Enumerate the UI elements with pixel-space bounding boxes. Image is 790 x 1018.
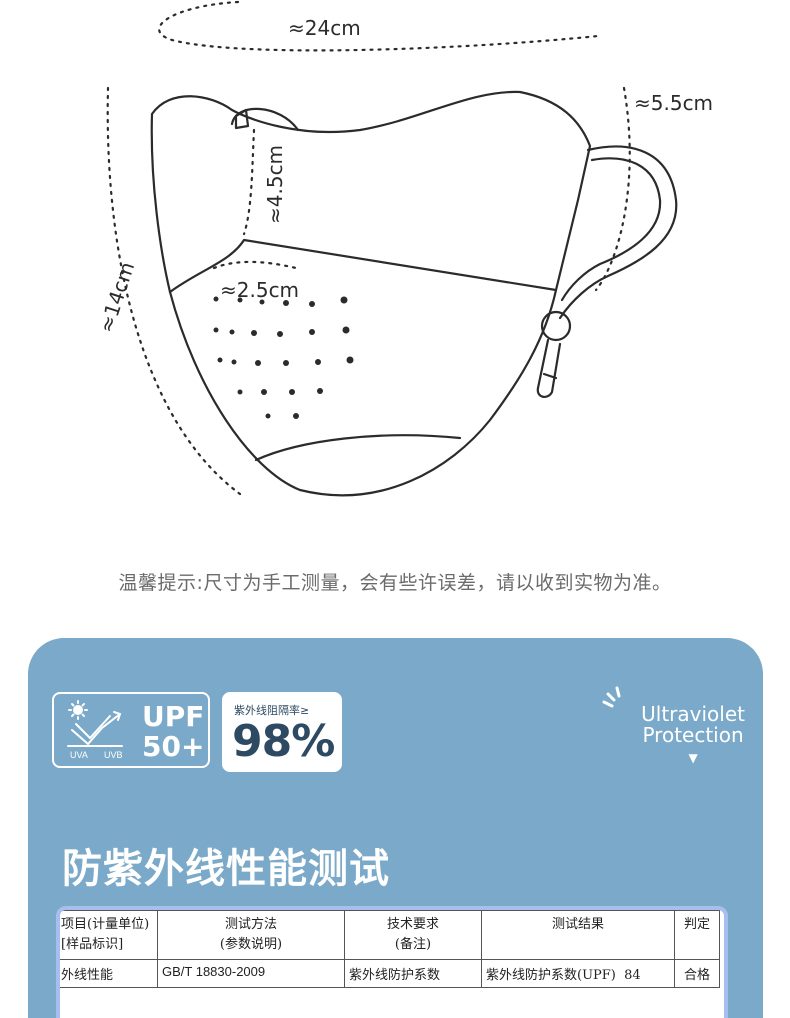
vent-measure-line [212,260,298,270]
mask-illustration: ≈24cm ≈5.5cm ≈2.5cm ≈4.5cm ≈14cm [94,0,713,497]
upper-measure-line [242,128,256,236]
sparkle-icon [602,686,621,708]
uv-label-line1: Ultraviolet [641,702,745,726]
size-disclaimer: 温馨提示:尺寸为手工测量，会有些许误差，请以收到实物为准。 [118,572,672,594]
header-verdict-line1: 判定 [683,917,710,932]
width-measure-line [158,0,600,52]
upf-line1: UPF [142,700,205,733]
uv-shield-icon [67,700,123,747]
cell-result: 紫外线防护系数(UPF) 84 [481,959,675,988]
block-rate-value: 98% [232,716,335,767]
cell-requirement: 紫外线防护系数 [344,959,482,988]
uv-label-line2: Protection [642,723,744,747]
height-measure-line [106,86,242,496]
width-label: ≈24cm [288,16,361,40]
strap-toggle [540,310,572,342]
right-ear-loop [558,145,678,320]
upf-badge: UVA UVB UPF 50+ [52,692,210,768]
upf-rating: UPF 50+ [142,702,204,762]
vent-label: ≈2.5cm [220,278,299,302]
header-item: 项目(计量单位) [样品标识] [60,910,158,960]
section-title: 防紫外线性能测试 [62,846,390,892]
uv-test-panel: UVA UVB UPF 50+ 紫外线阻隔率≥ 98% Ultraviolet … [28,638,763,1018]
header-item-line1: 项目(计量单位) [61,917,150,932]
uvb-label: UVB [104,750,123,760]
header-requirement-line1: 技术要求 [386,917,439,932]
block-rate-label: 紫外线阻隔率≥ [234,704,310,717]
header-method: 测试方法 (参数说明) [157,910,345,960]
upf-line2: 50+ [142,730,205,763]
down-arrow-icon: ▼ [688,751,698,765]
mask-body [150,90,592,497]
test-table-card: 项目(计量单位) [样品标识] 测试方法 (参数说明) 技术要求 (备注) 测试… [56,906,728,1018]
header-result-line1: 测试结果 [551,917,604,932]
cell-method: GB/T 18830-2009 [157,959,345,988]
table-row: 外线性能 GB/T 18830-2009 紫外线防护系数 紫外线防护系数(UPF… [60,959,720,988]
uv-protection-label: Ultraviolet Protection ▼ [641,704,745,769]
header-item-line2: [样品标识] [61,937,124,952]
header-method-line1: 测试方法 [224,917,277,932]
header-result: 测试结果 [481,910,675,960]
strap-label: ≈5.5cm [634,91,713,115]
block-rate-badge: 紫外线阻隔率≥ 98% [222,692,342,772]
strap-measure-line [594,86,631,292]
left-ear-loop [230,107,300,132]
header-requirement: 技术要求 (备注) [344,910,482,960]
header-requirement-line2: (备注) [394,937,432,952]
height-label: ≈14cm [94,259,139,336]
test-table: 项目(计量单位) [样品标识] 测试方法 (参数说明) 技术要求 (备注) 测试… [60,910,720,988]
vent-holes [213,296,354,419]
header-method-line2: (参数说明) [219,937,283,952]
header-verdict: 判定 [674,910,720,960]
cell-item: 外线性能 [60,959,158,988]
upper-label: ≈4.5cm [263,145,287,224]
cell-verdict: 合格 [674,959,720,988]
uva-label: UVA [70,750,88,760]
